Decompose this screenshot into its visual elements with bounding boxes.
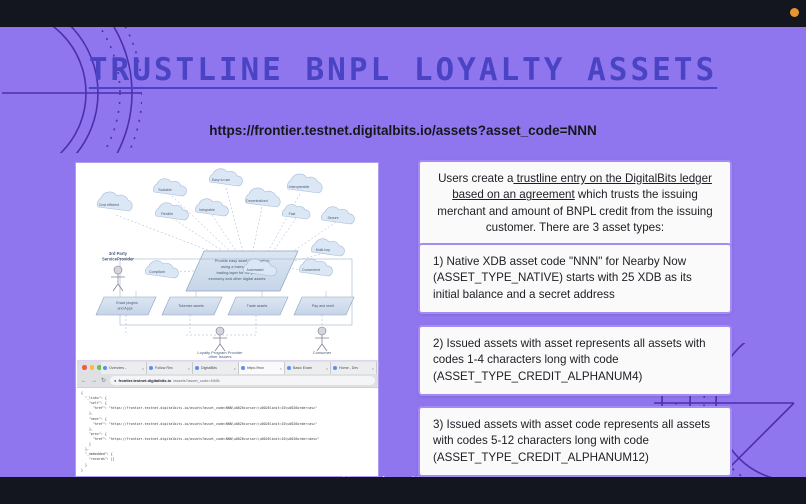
letterbox-bottom bbox=[0, 477, 806, 504]
architecture-diagram: Provide easy asset tokenization using a … bbox=[76, 163, 378, 358]
tab-label: Follow Rec bbox=[155, 366, 173, 370]
diagram-cloud-group: Cost efficient Scalable Flexible Easy to… bbox=[97, 168, 355, 279]
asset-type-text: 1) Native XDB asset code "NNN" for Nearb… bbox=[433, 255, 692, 301]
svg-text:Compliant: Compliant bbox=[149, 270, 165, 274]
tab-label: Basic Exam bbox=[293, 366, 312, 370]
page-subtitle-url: https://frontier.testnet.digitalbits.io/… bbox=[209, 123, 597, 138]
asset-type-box-2: 2) Issued assets with asset represents a… bbox=[418, 325, 732, 397]
json-response-body: { "_links": { "self": { "href": "https:/… bbox=[77, 388, 378, 476]
tab-label: https://fron bbox=[247, 366, 264, 370]
browser-tab-active[interactable]: https://fron × bbox=[239, 362, 285, 374]
back-icon[interactable]: ← bbox=[81, 377, 87, 384]
browser-tab[interactable]: Follow Rec × bbox=[147, 362, 193, 374]
maximize-window-icon[interactable] bbox=[97, 365, 102, 370]
tab-close-icon[interactable]: × bbox=[233, 365, 236, 371]
svg-text:Flexible: Flexible bbox=[161, 212, 173, 216]
address-bar[interactable]: ● frontier.testnet.digitalbits.io/assets… bbox=[110, 376, 375, 385]
svg-text:Tokenize assets: Tokenize assets bbox=[178, 304, 204, 308]
tab-label: Overview - bbox=[109, 366, 127, 370]
svg-text:Consumer: Consumer bbox=[313, 350, 332, 355]
presentation-slide: TRUSTLINE BNPL LOYALTY ASSETS https://fr… bbox=[0, 27, 806, 477]
browser-screenshot: Overview - × Follow Rec × DigitalBits × bbox=[77, 360, 378, 476]
svg-text:economy and other digital asse: economy and other digital assets bbox=[209, 276, 266, 281]
diagram-actor-3rd-party: 3rd Party ServiceProvider bbox=[102, 251, 134, 292]
svg-text:Easy to use: Easy to use bbox=[212, 178, 230, 182]
recording-indicator-icon bbox=[790, 8, 799, 17]
svg-text:Loyalty Program Provider: Loyalty Program Provider bbox=[197, 350, 243, 355]
svg-text:using a transaction and: using a transaction and bbox=[221, 264, 261, 269]
svg-text:other Issuers: other Issuers bbox=[208, 354, 231, 358]
svg-text:Enact plugins: Enact plugins bbox=[116, 301, 138, 305]
svg-text:Secure: Secure bbox=[327, 216, 338, 220]
svg-text:Trade assets: Trade assets bbox=[247, 304, 268, 308]
svg-text:Provide easy asset tokenizatio: Provide easy asset tokenization bbox=[215, 258, 270, 263]
tab-close-icon[interactable]: × bbox=[325, 365, 328, 371]
slide-footer: Nearby Now C bbox=[0, 475, 806, 477]
asset-type-text: 2) Issued assets with asset represents a… bbox=[433, 337, 706, 383]
tab-label: DigitalBits bbox=[201, 366, 217, 370]
svg-text:Cost efficient: Cost efficient bbox=[99, 203, 119, 207]
diagram-actor-loyalty-provider: Loyalty Program Provider other Issuers bbox=[197, 326, 243, 358]
svg-text:3rd Party: 3rd Party bbox=[109, 251, 128, 256]
browser-tab[interactable]: Home - Dev × bbox=[331, 362, 377, 374]
minimize-window-icon[interactable] bbox=[89, 365, 94, 370]
svg-text:ServiceProvider: ServiceProvider bbox=[102, 257, 134, 262]
intro-underlined: trustline entry on the DigitalBits ledge… bbox=[452, 172, 712, 202]
svg-text:Decentralized: Decentralized bbox=[246, 199, 267, 203]
browser-toolbar: ← → ↻ ● frontier.testnet.digitalbits.io/… bbox=[77, 374, 378, 387]
tab-close-icon[interactable]: × bbox=[371, 365, 374, 371]
asset-type-box-1: 1) Native XDB asset code "NNN" for Nearb… bbox=[418, 243, 732, 315]
intro-suffix: which trusts the issuing merchant and am… bbox=[437, 188, 713, 235]
page-title: TRUSTLINE BNPL LOYALTY ASSETS bbox=[88, 52, 718, 88]
close-window-icon[interactable] bbox=[82, 365, 87, 370]
tab-favicon-icon bbox=[103, 366, 107, 370]
browser-tab[interactable]: DigitalBits × bbox=[193, 362, 239, 374]
svg-text:and Apps: and Apps bbox=[118, 307, 133, 311]
svg-text:Convenient: Convenient bbox=[302, 268, 320, 272]
forward-icon[interactable]: → bbox=[91, 377, 97, 384]
browser-tab[interactable]: Overview - × bbox=[101, 362, 147, 374]
svg-text:trading layer for the points: trading layer for the points bbox=[217, 270, 262, 275]
letterbox-top bbox=[0, 0, 806, 27]
browser-tab-strip[interactable]: Overview - × Follow Rec × DigitalBits × bbox=[101, 362, 378, 374]
tab-close-icon[interactable]: × bbox=[141, 365, 144, 371]
lock-icon: ● bbox=[114, 378, 117, 383]
diagram-center-node: Provide easy asset tokenization using a … bbox=[185, 250, 299, 292]
diagram-actor-consumer: Consumer bbox=[313, 326, 332, 355]
footer-brand: Nearby Now bbox=[342, 475, 441, 477]
svg-text:Pay and remit: Pay and remit bbox=[312, 304, 334, 308]
browser-chrome: Overview - × Follow Rec × DigitalBits × bbox=[77, 361, 378, 388]
diagram-capability-nodes: Enact plugins and Apps Tokenize assets Tr… bbox=[95, 296, 355, 316]
asset-type-box-3: 3) Issued assets with asset code represe… bbox=[418, 406, 732, 477]
svg-text:Fast: Fast bbox=[289, 212, 296, 216]
url-path: /assets?asset_code=NNN bbox=[173, 378, 220, 383]
asset-type-text: 3) Issued assets with asset code represe… bbox=[433, 418, 711, 464]
svg-text:Interoperable: Interoperable bbox=[289, 185, 310, 189]
window-controls[interactable] bbox=[82, 365, 102, 370]
intro-callout-box: Users create a trustline entry on the Di… bbox=[418, 160, 732, 248]
browser-tab[interactable]: Basic Exam × bbox=[285, 362, 331, 374]
left-illustration-card: Provide easy asset tokenization using a … bbox=[75, 162, 379, 477]
tab-favicon-icon bbox=[287, 366, 291, 370]
svg-text:Automated: Automated bbox=[247, 268, 264, 272]
url-host: frontier.testnet.digitalbits.io bbox=[118, 378, 172, 383]
tab-favicon-icon bbox=[149, 366, 153, 370]
tab-close-icon[interactable]: × bbox=[279, 365, 282, 371]
tab-favicon-icon bbox=[241, 366, 245, 370]
svg-text:Integrable: Integrable bbox=[199, 208, 215, 212]
tab-favicon-icon bbox=[333, 366, 337, 370]
intro-prefix: Users create a bbox=[438, 172, 514, 185]
tab-label: Home - Dev bbox=[339, 366, 359, 370]
reload-icon[interactable]: ↻ bbox=[101, 377, 107, 384]
svg-text:Multi-hop: Multi-hop bbox=[316, 248, 330, 252]
browser-tab[interactable]: Over bbox=[377, 362, 378, 374]
tab-close-icon[interactable]: × bbox=[187, 365, 190, 371]
svg-text:Scalable: Scalable bbox=[158, 188, 171, 192]
tab-favicon-icon bbox=[195, 366, 199, 370]
